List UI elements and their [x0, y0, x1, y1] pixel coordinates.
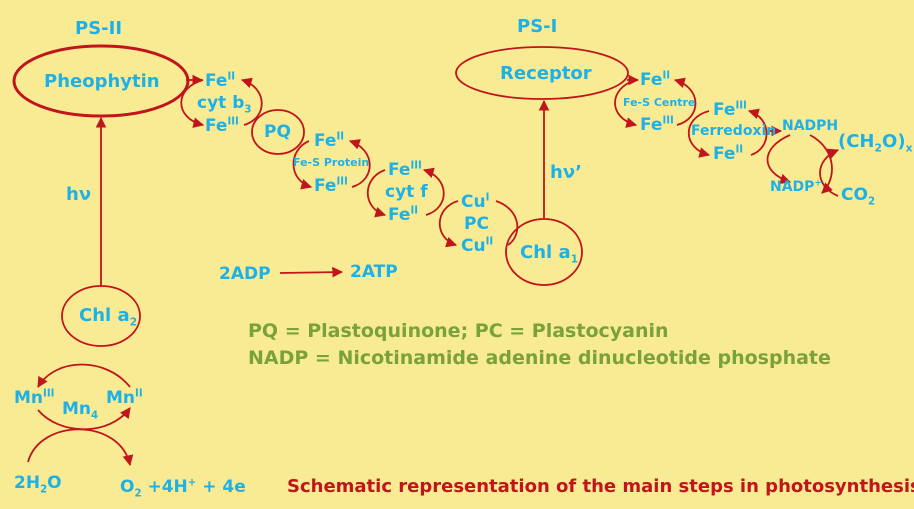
fescentre-name: Fe-S Centre — [623, 96, 696, 109]
adp-label: 2ADP — [219, 264, 271, 284]
legend-line-2: NADP = Nicotinamide adenine dinucleotide… — [248, 347, 831, 369]
pq-oval — [251, 109, 305, 155]
hv-prime-label: hν’ — [550, 162, 582, 183]
fesprotein-fe-top: FeII — [314, 131, 345, 151]
fesprotein-fe-bottom: FeIII — [314, 176, 348, 196]
mn4-label: Mn4 — [62, 399, 99, 422]
pheophytin-label: Pheophytin — [44, 71, 160, 92]
nadp-left-arc — [766, 134, 792, 185]
mn3-label: MnIII — [14, 388, 55, 408]
pc-cu-top: CuI — [461, 192, 490, 212]
pheophytin-oval — [12, 44, 190, 118]
fesprotein-right-arc — [348, 139, 371, 188]
ch2o-label: (CH2O)x — [838, 131, 913, 155]
cytf-name: cyt f — [385, 182, 428, 202]
cytf-left-arc — [367, 169, 387, 218]
water-label: 2H2O — [14, 473, 62, 496]
chl-a2-label: Chl a2 — [79, 305, 138, 329]
ferredoxin-right-arc — [747, 108, 768, 156]
cytf-right-arc — [422, 167, 445, 216]
pc-right-arc — [495, 200, 519, 246]
ferredoxin-fe-top: FeIII — [713, 100, 747, 120]
pc-left-arc — [438, 200, 459, 248]
receptor-label: Receptor — [500, 63, 592, 84]
ps1-title: PS-I — [517, 16, 558, 37]
atp-label: 2ATP — [350, 262, 398, 282]
cytb3-fe-bottom: FeIII — [205, 116, 239, 136]
nadp-right-arc — [809, 134, 833, 194]
fesprotein-left-arc — [292, 140, 313, 190]
nadph-label: NADPH — [782, 118, 839, 134]
water-oxidation-arc — [27, 428, 134, 467]
pc-cu-bottom: CuII — [461, 236, 494, 256]
chl-a1-label: Chl a1 — [520, 242, 579, 266]
fesprotein-name: Fe-S Protein — [293, 156, 370, 169]
ferredoxin-left-arc — [687, 110, 711, 158]
fescentre-fe-bottom: FeIII — [640, 115, 674, 135]
cytf-fe-top: FeIII — [388, 160, 422, 180]
pc-name: PC — [464, 214, 489, 234]
ferredoxin-name: Ferredoxin — [691, 123, 777, 139]
fescentre-left-arc — [614, 79, 638, 128]
co2-label: CO2 — [841, 185, 876, 208]
fescentre-fe-top: FeII — [640, 70, 671, 90]
hv-label: hν — [66, 184, 92, 205]
cytb3-name: cyt b3 — [197, 93, 252, 116]
receptor-oval — [455, 46, 629, 100]
cytb3-left-arc — [180, 79, 205, 128]
nadp-plus-label: NADP+ — [770, 177, 822, 195]
pq-label: PQ — [264, 122, 291, 142]
ferredoxin-fe-bottom: FeII — [713, 144, 744, 164]
co2-arc — [819, 148, 839, 197]
cytb3-right-arc — [240, 77, 263, 126]
cytb3-fe-top: FeII — [205, 71, 236, 91]
mn-top-arc — [37, 363, 131, 388]
legend-line-1: PQ = Plastoquinone; PC = Plastocyanin — [248, 320, 669, 342]
fescentre-right-arc — [673, 77, 697, 126]
cytf-fe-bottom: FeII — [388, 205, 419, 225]
mn2-label: MnII — [106, 388, 143, 408]
adp-to-atp-arrow — [279, 266, 344, 278]
oxygen-products-label: O2 +4H+ + 4e — [120, 477, 246, 500]
figure-caption: Schematic representation of the main ste… — [287, 476, 914, 497]
ps2-title: PS-II — [75, 18, 123, 39]
